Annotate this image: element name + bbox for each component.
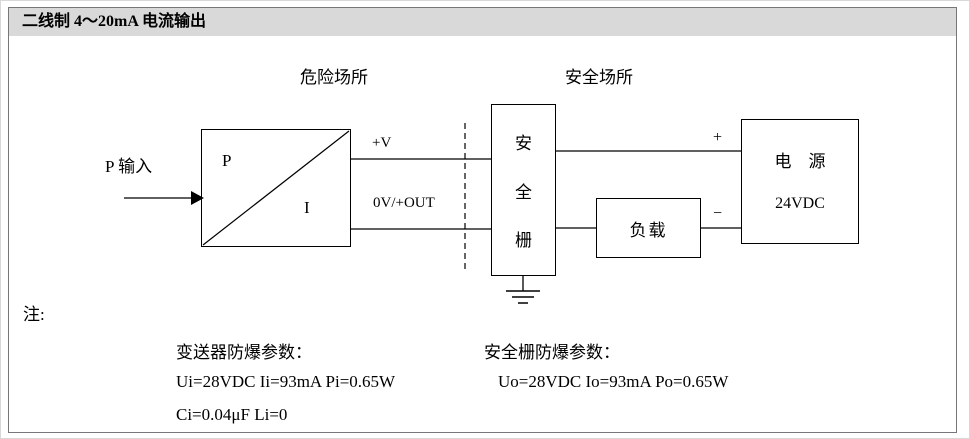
power-supply-voltage: 24VDC [775, 195, 825, 212]
transmitter-p-label: P [222, 151, 232, 170]
transmitter-box [201, 129, 351, 247]
minus-sign: − [713, 205, 723, 222]
hazardous-area-label: 危险场所 [300, 68, 368, 87]
safe-area-label: 安全场所 [565, 68, 633, 87]
title-bar: 二线制 4～20mA 电流输出 [8, 7, 957, 37]
transmitter-params-line2: Ci=0.04μF Li=0 [176, 405, 288, 424]
transmitter-params-line1: Ui=28VDC Ii=93mA Pi=0.65W [176, 372, 396, 391]
wire-label-plus-v: +V [372, 135, 392, 151]
load-label: 负载 [629, 220, 668, 240]
pressure-input-label: P 输入 [105, 157, 153, 176]
power-supply-label: 电 源 [774, 152, 826, 171]
transmitter-params-title: 变送器防爆参数： [176, 343, 312, 362]
load-box: 负载 [596, 198, 701, 258]
barrier-params-line1: Uo=28VDC Io=93mA Po=0.65W [498, 372, 729, 391]
plus-sign: + [713, 129, 723, 146]
safety-barrier-box: 安 全 栅 [491, 104, 556, 276]
safety-barrier-char-2: 全 [515, 182, 532, 202]
diagram-panel [8, 36, 957, 433]
safety-barrier-char-3: 栅 [515, 231, 532, 251]
wire-label-out: 0V/+OUT [373, 195, 435, 211]
note-label: 注: [23, 305, 45, 324]
safety-barrier-char-1: 安 [515, 133, 532, 153]
transmitter-i-label: I [304, 198, 310, 217]
barrier-params-title: 安全栅防爆参数： [484, 343, 620, 362]
power-supply-box [741, 119, 859, 244]
page-title: 二线制 4～20mA 电流输出 [22, 13, 207, 30]
